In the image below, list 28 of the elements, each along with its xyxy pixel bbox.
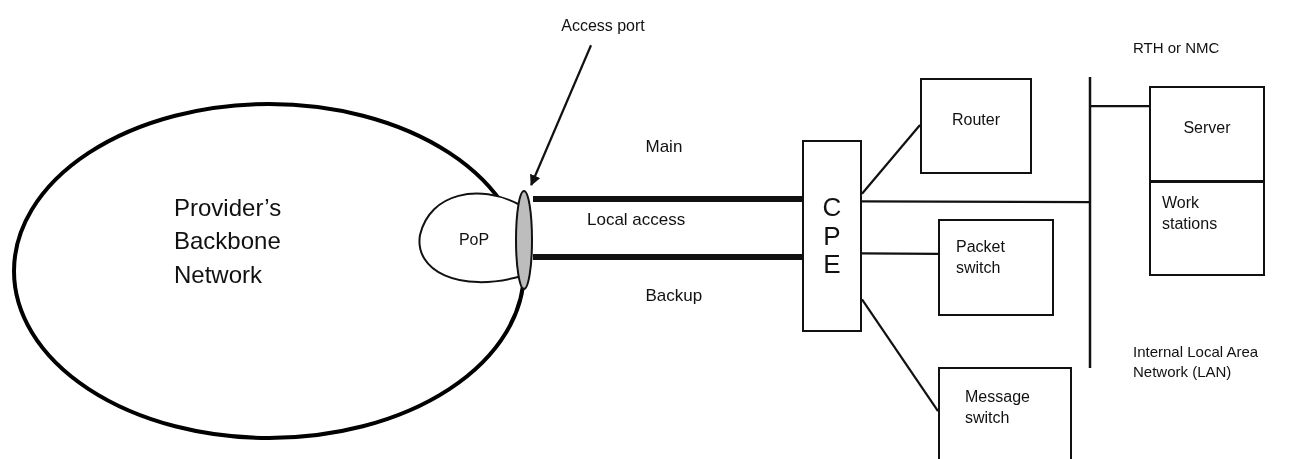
node-label: Provider’s Backbone Network — [174, 192, 283, 290]
callout-label: Access port — [561, 15, 645, 36]
process-box — [938, 219, 1054, 316]
connector-line — [862, 252, 938, 255]
node-label: Packet switch — [956, 236, 1006, 278]
node-label: Work stations — [1162, 192, 1219, 234]
connector-line — [861, 298, 939, 412]
process-box — [920, 78, 1032, 174]
node-label: PoP — [458, 229, 490, 250]
access-port-oval — [515, 190, 533, 290]
area-label: RTH or NMC — [1133, 38, 1220, 58]
node-label: Router — [952, 109, 1000, 130]
line-label: Local access — [587, 209, 686, 231]
node-label: CPE — [821, 193, 843, 279]
process-box — [1149, 86, 1265, 182]
area-label: Internal Local Area Network (LAN) — [1133, 342, 1260, 381]
connector-line — [862, 200, 1090, 204]
cpe-box — [802, 140, 862, 332]
process-box — [1149, 181, 1265, 276]
node-label: Message switch — [965, 387, 1031, 428]
access-line — [533, 254, 802, 260]
access-line — [533, 196, 802, 202]
connector-line — [1090, 105, 1149, 108]
connector-line — [861, 124, 921, 195]
node-label: Server — [1183, 117, 1231, 138]
lan-bus-line — [1087, 77, 1093, 368]
process-box — [938, 367, 1072, 459]
leader-arrow — [530, 44, 592, 186]
